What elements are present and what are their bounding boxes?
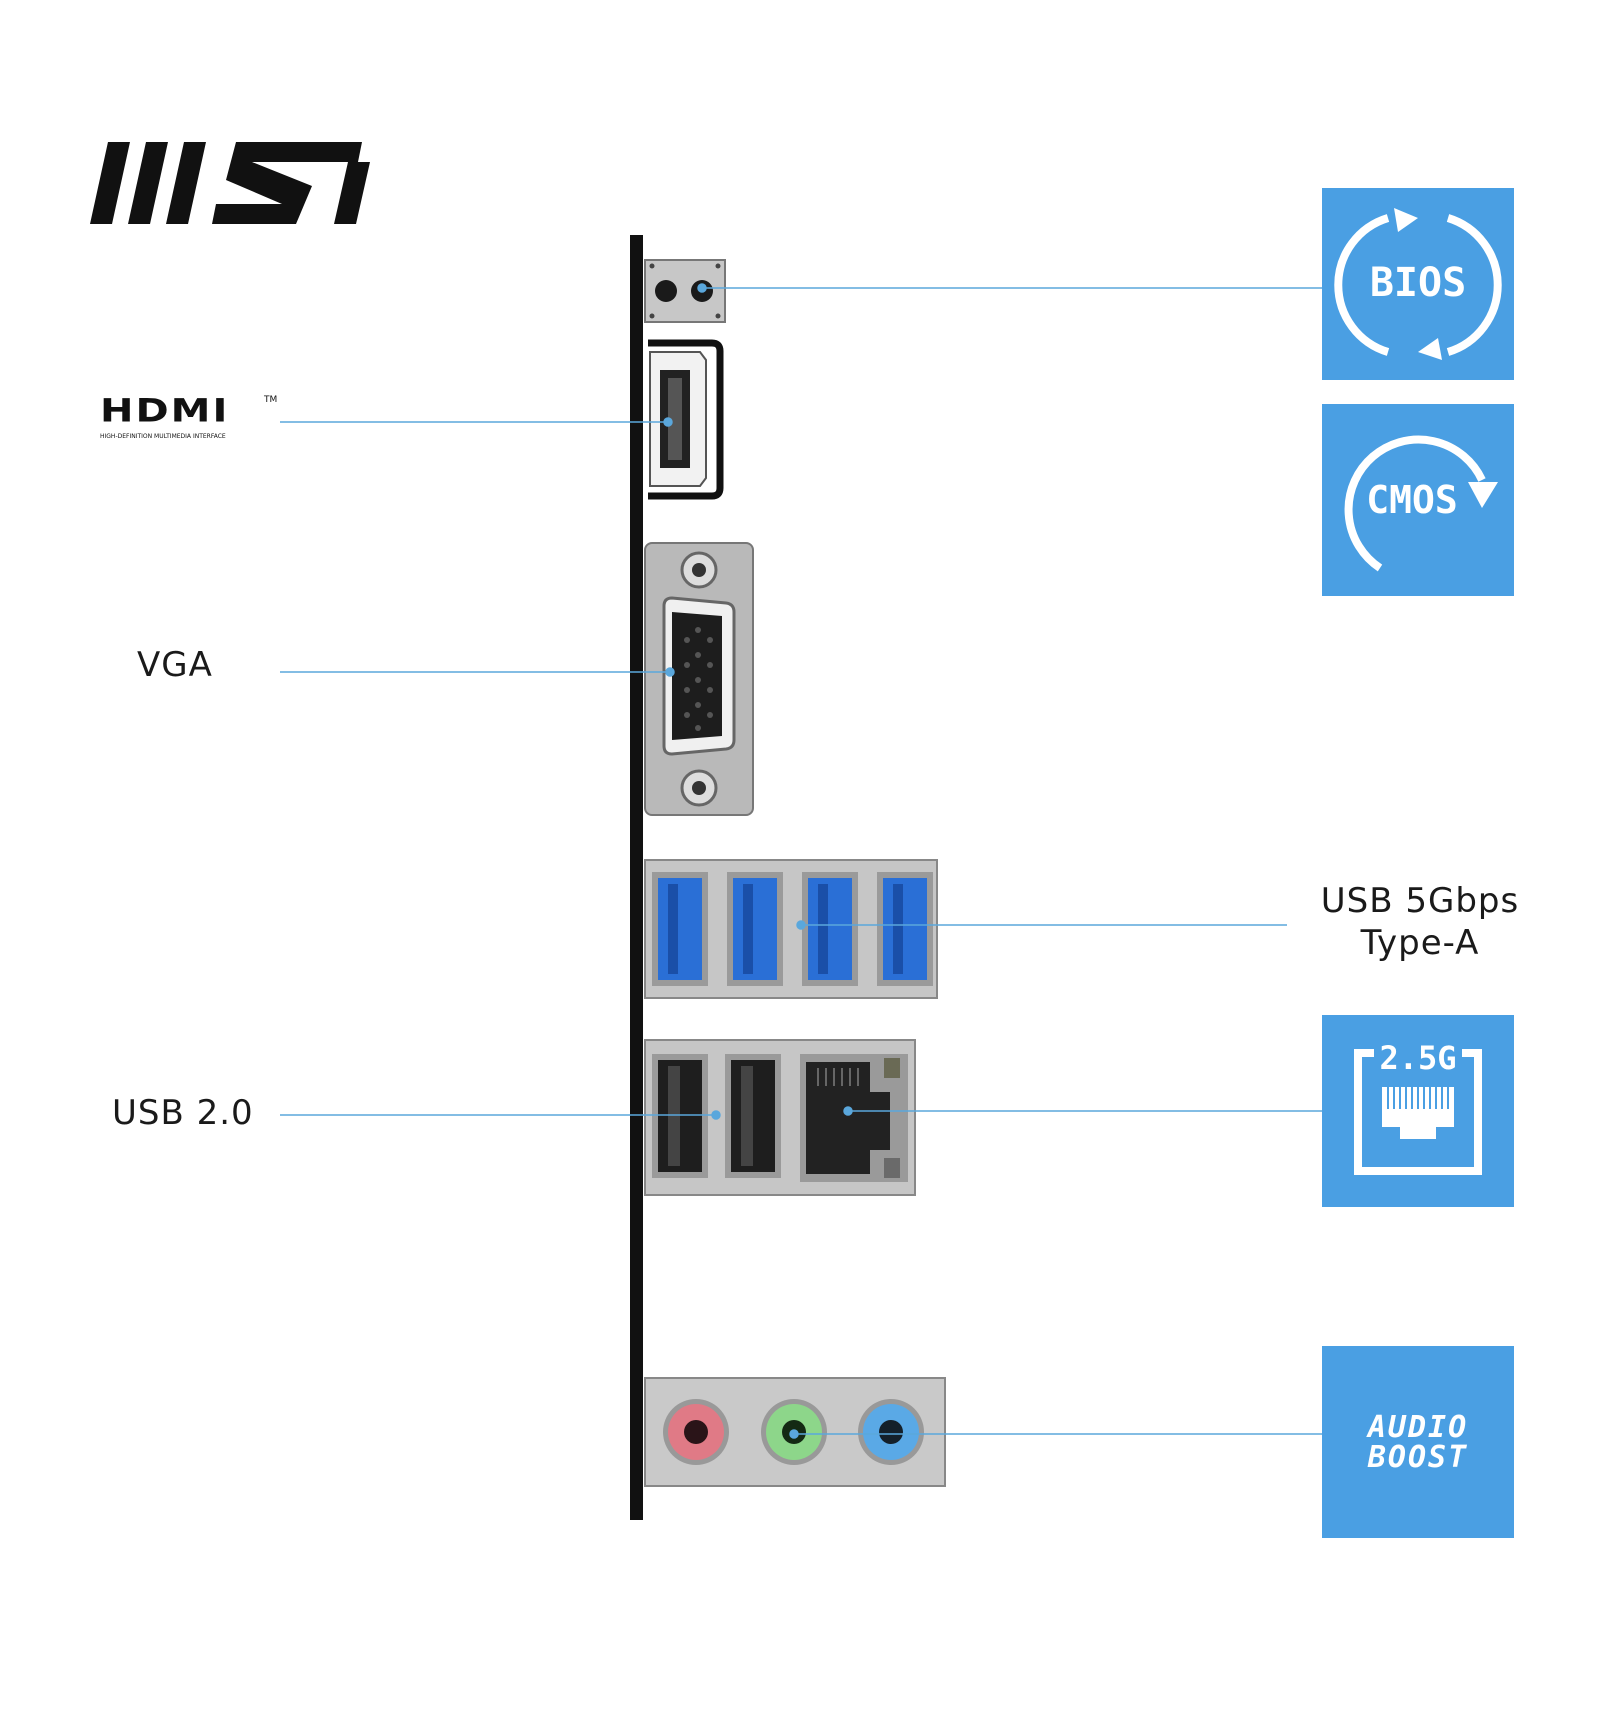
usb5-port-2 [727,872,783,986]
audio-jack-blue [858,1399,924,1465]
lan-badge: 2.5G [1322,1015,1514,1207]
usb5-port-1 [652,872,708,986]
msi-logo [90,142,370,224]
audio-boost-line2: BOOST [1367,1440,1469,1475]
cmos-badge: CMOS [1322,404,1514,596]
rotate-arrow-icon [1344,435,1498,572]
usb2-label: USB 2.0 [112,1093,254,1133]
lan-badge-label: 2.5G [1379,1039,1457,1077]
lan-port [800,1054,908,1182]
hdmi-tm: TM [264,395,278,405]
hdmi-logo-text: HDMI [100,392,230,430]
usb5-port-3 [802,872,858,986]
audio-jack-pink [663,1399,729,1465]
panel-bar [630,235,643,1520]
usb2-port-1 [652,1054,708,1178]
usb5-label-line1: USB 5Gbps [1320,881,1520,921]
usb2-port-2 [725,1054,781,1178]
vga-port [644,542,754,816]
bios-cmos-buttons [644,259,726,323]
usb2-lan-ports [644,1039,916,1196]
audio-boost-line1: AUDIO [1367,1410,1469,1445]
usb5-label-line2: Type-A [1360,923,1480,963]
audio-boost-badge: AUDIO BOOST [1322,1346,1514,1538]
usb5-ports [644,859,938,999]
hdmi-subtext: HIGH-DEFINITION MULTIMEDIA INTERFACE [100,433,226,440]
hdmi-port [648,339,724,500]
usb5-label: USB 5Gbps Type-A [1300,880,1540,964]
vga-label: VGA [137,645,213,685]
hdmi-logo: HDMI TM HIGH-DEFINITION MULTIMEDIA INTER… [100,395,290,445]
cmos-badge-label: CMOS [1366,478,1458,522]
ethernet-port-icon [1354,1043,1482,1175]
usb5-port-4 [877,872,933,986]
bios-badge: BIOS [1322,188,1514,380]
bios-badge-label: BIOS [1369,260,1467,306]
refresh-arrows-icon [1334,208,1502,360]
